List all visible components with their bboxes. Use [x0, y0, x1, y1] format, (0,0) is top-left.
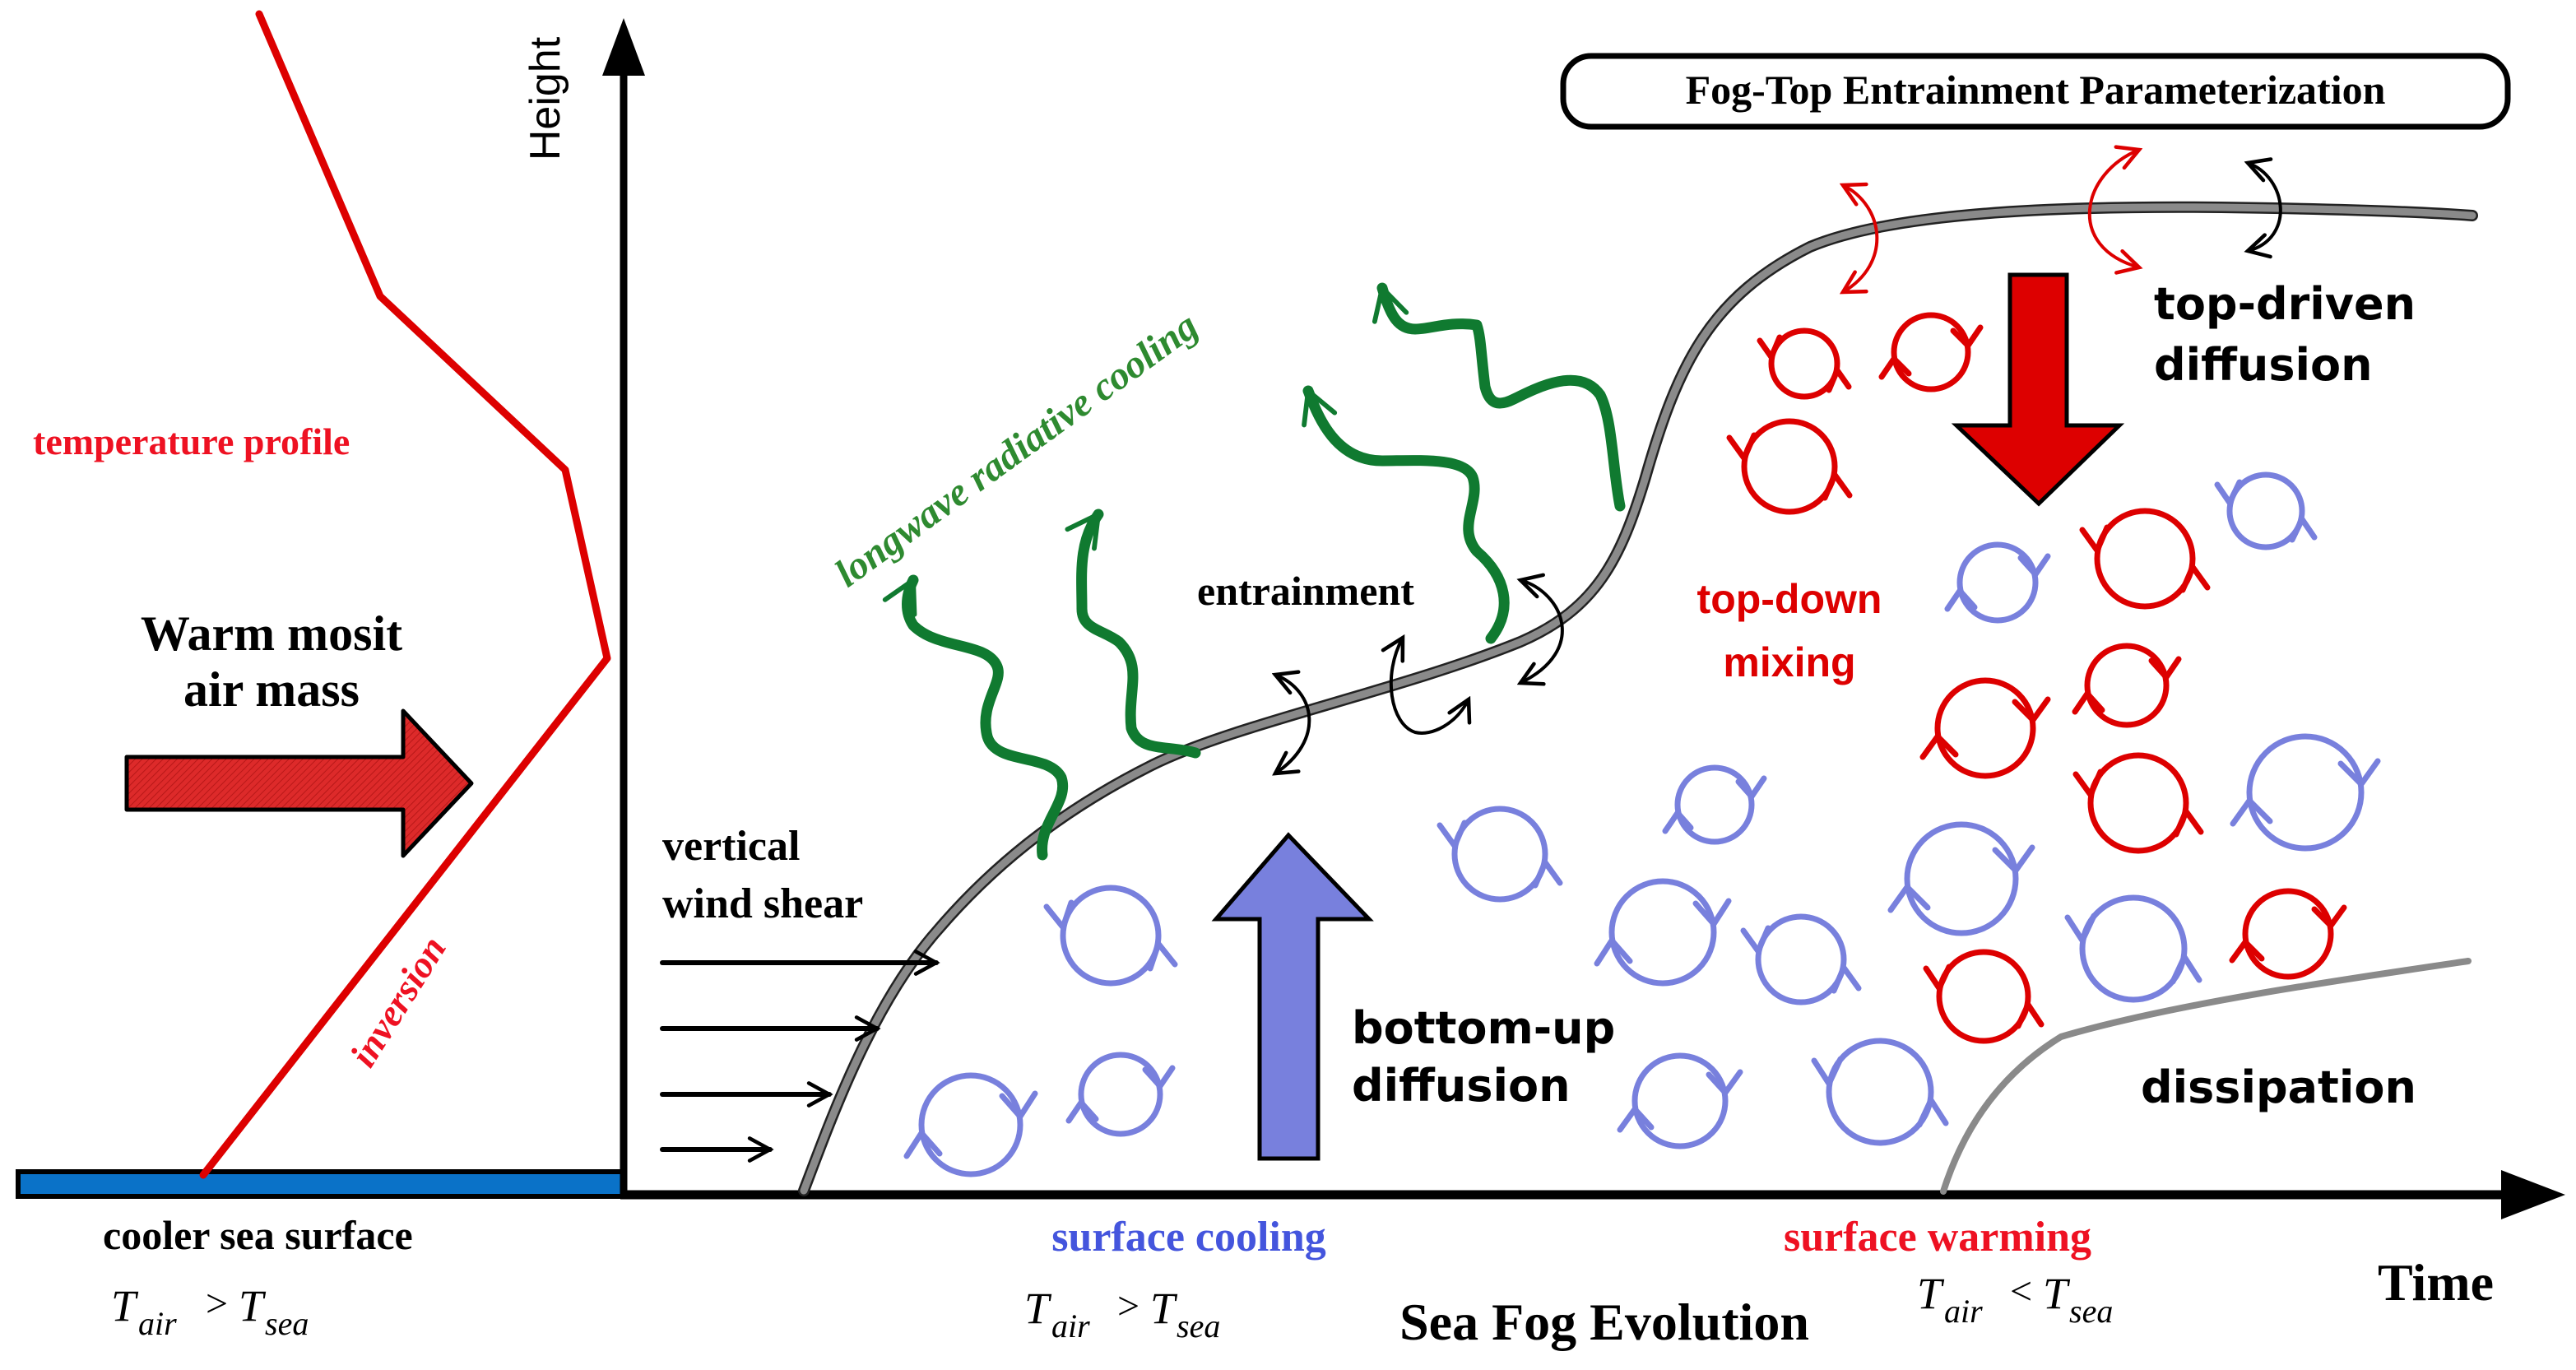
warming-condition-formula: T air < T sea: [1917, 1269, 2113, 1330]
svg-text:sea: sea: [2069, 1293, 2113, 1330]
time-axis-arrowhead-icon: [2501, 1170, 2565, 1219]
svg-text:<: <: [2010, 1270, 2032, 1313]
svg-text:T: T: [1917, 1269, 1945, 1318]
dissipation-label: dissipation: [2141, 1061, 2416, 1113]
svg-text:T: T: [239, 1281, 267, 1331]
dissipation-boundary-curve: [1940, 958, 2472, 1195]
temperature-profile-label: temperature profile: [33, 420, 350, 462]
entrainment-arrows: [1275, 580, 1564, 773]
top-driven-label-line2: diffusion: [2154, 339, 2373, 391]
green-wavy-arrow-2-icon: [1065, 509, 1201, 759]
bottom-up-label-line2: diffusion: [1352, 1060, 1571, 1112]
temperature-profile-line: [199, 10, 611, 1179]
svg-text:air: air: [138, 1305, 177, 1342]
sea-surface-label: cooler sea surface: [103, 1212, 413, 1258]
top-driven-label-line1: top-driven: [2154, 278, 2416, 330]
radiative-cooling-label: longwave radiative cooling: [827, 304, 1205, 596]
wind-shear-label-line1: vertical: [662, 823, 800, 870]
surface-warming-label: surface warming: [1784, 1214, 2091, 1261]
svg-text:>: >: [206, 1282, 228, 1326]
svg-text:T: T: [1150, 1284, 1178, 1333]
top-driven-diffusion-arrow-icon: [1951, 272, 2125, 507]
sea-fog-evolution-title: Sea Fog Evolution: [1399, 1293, 1809, 1351]
bottom-up-diffusion-arrow-icon: [1211, 832, 1374, 1161]
svg-text:sea: sea: [1177, 1307, 1220, 1344]
svg-text:T: T: [1024, 1284, 1052, 1333]
inversion-label: inversion: [341, 929, 454, 1075]
air-mass-label-line2: air mass: [183, 662, 360, 717]
bottom-up-label-line1: bottom-up: [1352, 1002, 1615, 1054]
cooling-condition-formula: T air > T sea: [1024, 1284, 1220, 1344]
height-axis-label: Height: [522, 36, 569, 160]
blue-eddies: [903, 471, 2381, 1177]
green-wavy-arrow-4-icon: [1372, 282, 1626, 512]
surface-cooling-label: surface cooling: [1051, 1214, 1326, 1261]
green-wavy-arrow-1-icon: [882, 574, 1069, 861]
time-axis-label: Time: [2378, 1253, 2494, 1312]
parameterization-box: [1560, 53, 2511, 130]
svg-text:air: air: [1051, 1307, 1090, 1344]
svg-text:air: air: [1944, 1293, 1983, 1330]
left-condition-formula: T air > T sea: [111, 1281, 309, 1342]
svg-text:T: T: [2043, 1269, 2071, 1318]
svg-text:sea: sea: [265, 1305, 309, 1342]
svg-text:T: T: [111, 1281, 139, 1331]
green-wavy-arrow-3-icon: [1302, 385, 1510, 644]
wind-shear-arrows: [660, 963, 936, 1149]
parameterization-box-title: Fog-Top Entrainment Parameterization: [1686, 67, 2386, 113]
sea-surface-bar: [16, 1169, 626, 1199]
top-down-mixing-label-line1: top-down: [1697, 576, 1882, 622]
top-down-mixing-label-line2: mixing: [1723, 639, 1855, 685]
wind-shear-label-line2: wind shear: [662, 880, 863, 927]
warm-air-mass-arrow-icon: [124, 708, 474, 858]
red-eddies: [1726, 312, 2347, 1044]
radiative-cooling-arrows: [882, 282, 1626, 861]
fog-top-entrainment-arrows: [1843, 150, 2282, 292]
air-mass-label-line1: Warm mosit: [141, 606, 402, 661]
svg-text:>: >: [1117, 1284, 1139, 1328]
entrainment-label: entrainment: [1197, 568, 1414, 614]
height-axis-arrowhead-icon: [602, 18, 645, 76]
